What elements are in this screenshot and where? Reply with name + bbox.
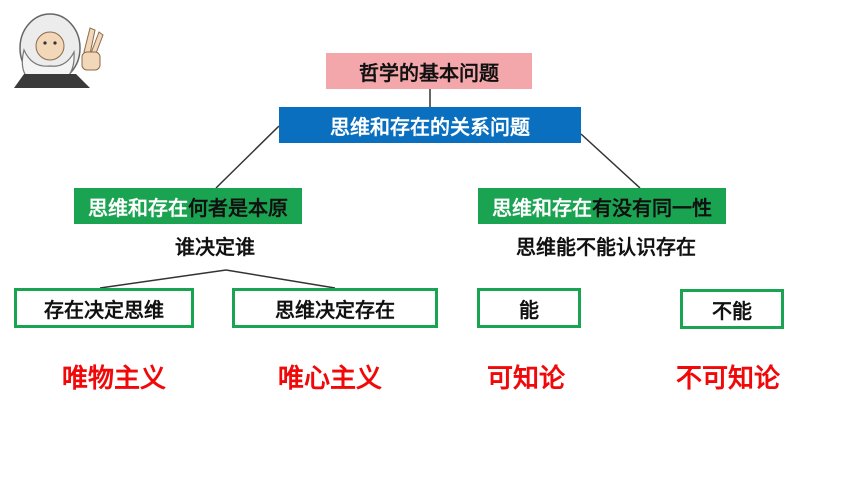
right-branch-subtitle: 思维能不能认识存在: [516, 235, 696, 259]
philosopher-portrait-icon: [6, 8, 104, 88]
right-child-1: 能: [477, 288, 581, 328]
right-branch-title-part-b: 有没有同一性: [592, 188, 726, 224]
connector-left-child2: [225, 269, 336, 289]
root-node: 哲学的基本问题: [326, 53, 532, 89]
left-branch-title: 思维和存在 何者是本原: [74, 188, 380, 224]
right-branch-title: 思维和存在 有没有同一性: [478, 188, 782, 224]
left-branch-title-part-b: 何者是本原: [188, 188, 302, 224]
right-child-2: 不能: [680, 289, 784, 329]
connector-relation-left: [215, 125, 280, 189]
left-child-1: 存在决定思维: [14, 288, 194, 328]
left-child-2: 思维决定存在: [232, 288, 438, 328]
left-branch-title-part-a: 思维和存在: [74, 188, 188, 224]
result-agnosticism: 不可知论: [676, 364, 781, 394]
connector-relation-right: [580, 133, 641, 189]
left-branch-subtitle: 谁决定谁: [175, 235, 255, 259]
right-branch-title-part-a: 思维和存在: [478, 188, 592, 224]
result-knowability: 可知论: [487, 364, 566, 394]
result-materialism: 唯物主义: [62, 364, 167, 394]
connector-left-child1: [99, 269, 227, 289]
result-idealism: 唯心主义: [278, 364, 383, 394]
relation-node: 思维和存在的关系问题: [279, 107, 581, 143]
